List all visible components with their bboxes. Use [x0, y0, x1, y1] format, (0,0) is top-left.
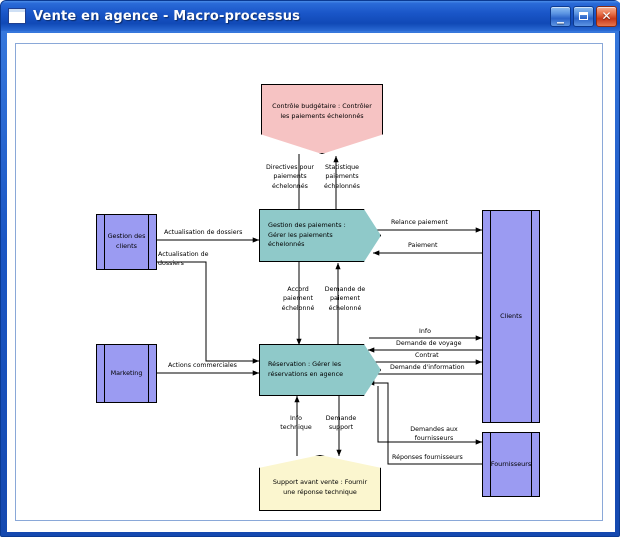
node-label: Fournisseurs [490, 459, 532, 468]
flow-label-info: Info [419, 328, 431, 335]
node-label: Contrôle budgétaire : Contrôler les paie… [272, 102, 372, 120]
node-label: Marketing [110, 368, 143, 377]
flow-label-demande-support: Demande support [325, 415, 357, 432]
flow-label-actualisation-dossiers-2: Actualisation de dossiers [158, 251, 209, 268]
document-canvas[interactable]: Contrôle budgétaire : Contrôler les paie… [7, 33, 615, 532]
flow-label-directives: Directives pour paiements échelonnés [266, 164, 314, 190]
node-gestion-des-clients[interactable]: Gestion des clients [96, 214, 157, 270]
flow-label-actions-commerciales: Actions commerciales [168, 362, 237, 369]
flow-label-demande-voyage: Demande de voyage [396, 340, 462, 347]
node-marketing[interactable]: Marketing [96, 344, 157, 403]
node-support-avant-vente[interactable]: Support avant vente : Fournir une répons… [259, 455, 381, 511]
maximize-button[interactable] [573, 5, 594, 27]
window-document-icon [8, 8, 26, 24]
maximize-icon [574, 7, 593, 26]
title-bar[interactable]: Vente en agence - Macro-processus _ ✕ [1, 1, 620, 31]
flow-label-actualisation-dossiers-1: Actualisation de dossiers [164, 229, 243, 236]
flow-label-statistique: Statistique paiements échelonnés [324, 164, 360, 190]
flow-label-contrat: Contrat [415, 352, 439, 359]
close-icon: ✕ [601, 9, 612, 23]
flow-label-demandes-fournisseurs: Demandes aux fournisseurs [410, 426, 458, 443]
node-label: Gestion des paiements : Gérer les paieme… [268, 220, 346, 249]
node-clients[interactable]: Clients [482, 210, 540, 423]
flow-label-demande-information: Demande d'information [390, 364, 465, 371]
minimize-button[interactable]: _ [550, 5, 571, 27]
flow-label-paiement: Paiement [408, 242, 438, 249]
node-gestion-des-paiements[interactable]: Gestion des paiements : Gérer les paieme… [259, 209, 381, 262]
flow-label-reponses-fournisseurs: Réponses fournisseurs [392, 454, 463, 461]
minimize-icon: _ [557, 7, 564, 24]
close-button[interactable]: ✕ [596, 5, 617, 27]
flow-label-demande-paiement: Demande de paiement échelonné [324, 286, 366, 312]
node-reservation[interactable]: Réservation : Gérer les réservations en … [259, 344, 381, 396]
node-controle-budgetaire[interactable]: Contrôle budgétaire : Contrôler les paie… [261, 84, 383, 154]
window-controls: _ ✕ [550, 5, 617, 27]
window-title: Vente en agence - Macro-processus [33, 8, 301, 24]
flow-label-info-technique: Info technique [280, 415, 312, 432]
flow-label-relance-paiement: Relance paiement [391, 219, 448, 226]
node-fournisseurs[interactable]: Fournisseurs [482, 432, 540, 497]
flow-label-accord-paiement: Accord paiement échelonné [281, 286, 315, 312]
node-label: Support avant vente : Fournir une répons… [272, 478, 368, 496]
diagram-frame: Contrôle budgétaire : Contrôler les paie… [15, 43, 603, 521]
node-label: Gestion des clients [107, 232, 146, 250]
node-label: Réservation : Gérer les réservations en … [268, 360, 344, 378]
node-label: Clients [500, 311, 522, 320]
